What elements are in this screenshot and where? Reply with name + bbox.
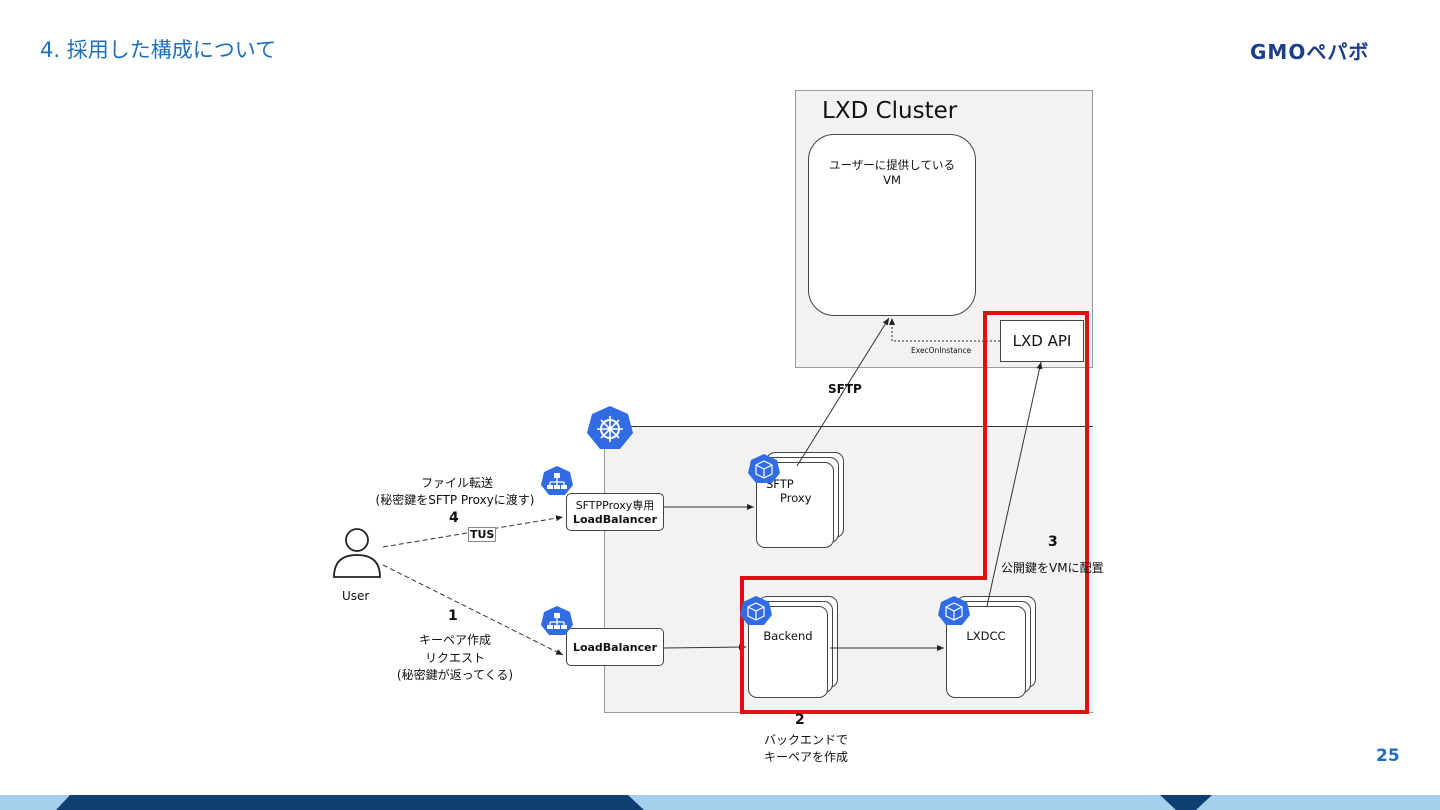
lxdcc-to-lxd-api-arrow (986, 361, 1043, 607)
page-number: 25 (1376, 746, 1400, 766)
highlight-outline (740, 311, 1089, 714)
pod-icon-backend (740, 596, 772, 625)
user-to-lb-arrow (382, 564, 564, 656)
lb-main-line1: LoadBalancer (572, 640, 658, 654)
pod-icon-sftp-proxy (748, 454, 780, 483)
user-vm-label-line2: VM (883, 173, 901, 187)
sftp-proxy-load-balancer: SFTPProxy専用 LoadBalancer (566, 493, 664, 531)
footer-bar (0, 795, 1440, 810)
step3-line1: 公開鍵をVMに配置 (1001, 561, 1104, 575)
exec-on-instance-arrow (889, 318, 1000, 342)
network-icon-lb (541, 606, 573, 635)
step1-line2: リクエスト (424, 651, 485, 665)
brand-logo: GMOペパボ (1250, 40, 1370, 64)
lxd-api-box: LXD API (1000, 320, 1084, 362)
step2-line1: バックエンドで (763, 733, 848, 747)
step1-number: 1 (448, 608, 458, 624)
step1-line3: (秘密鍵が返ってくる) (396, 668, 514, 682)
lb-sftp-line2: LoadBalancer (572, 513, 658, 526)
backend-label: Backend (763, 629, 813, 643)
sftp-label: SFTP (828, 382, 862, 396)
sftp-arrow (796, 317, 890, 467)
step3-number: 3 (1048, 534, 1058, 550)
step4-number: 4 (449, 510, 459, 526)
step4-line1: ファイル転送 (420, 476, 493, 490)
user-vm-label-line1: ユーザーに提供している (829, 158, 955, 172)
user-vm-label: ユーザーに提供している VM (808, 158, 976, 188)
step2-number: 2 (795, 712, 805, 728)
kubernetes-icon (587, 406, 633, 449)
user-label: User (342, 589, 370, 603)
lb-sftp-line1: SFTPProxy専用 (575, 499, 655, 512)
tus-label: TUS (468, 527, 497, 542)
lb-to-backend-arrow (663, 644, 747, 651)
slide-title: 4. 採用した構成について (40, 38, 277, 62)
pod-icon-lxdcc (938, 596, 970, 625)
step4-line2: (秘密鍵をSFTP Proxyに渡す) (375, 493, 535, 507)
user-icon (333, 528, 381, 578)
exec-on-instance-label: ExecOnInstance (911, 346, 972, 355)
user-vm-box (808, 134, 976, 316)
network-icon-sftp-lb (541, 466, 573, 495)
lxd-cluster-title: LXD Cluster (822, 98, 958, 124)
lxdcc-label: LXDCC (966, 629, 1006, 643)
step1-line1: キーペア作成 (418, 633, 491, 647)
sftp-proxy-label-line2: Proxy (780, 491, 812, 505)
step2-line2: キーペアを作成 (763, 750, 848, 764)
load-balancer: LoadBalancer (566, 628, 664, 666)
